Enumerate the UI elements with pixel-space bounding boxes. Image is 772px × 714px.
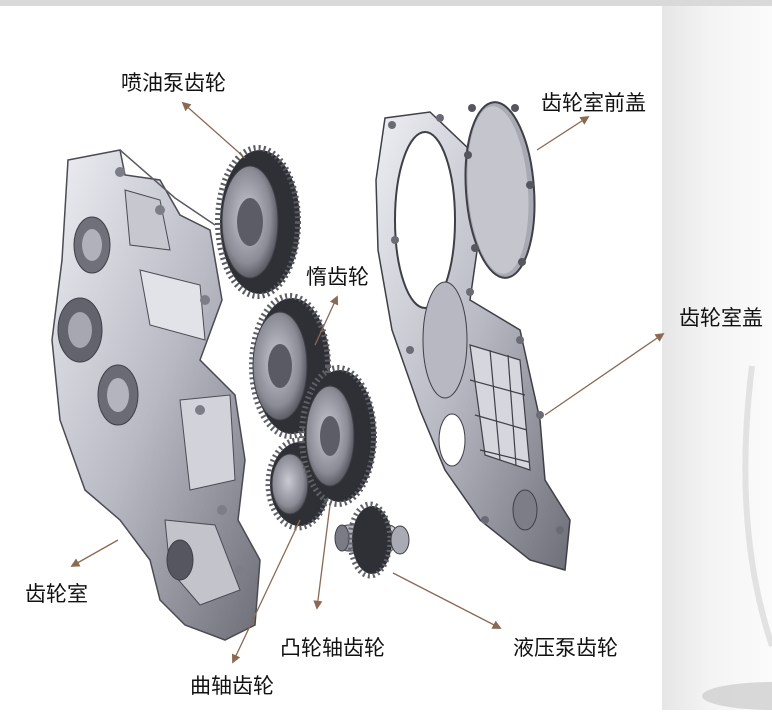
arrow-crankshaft-gear <box>231 519 301 664</box>
label-injection-pump-gear: 喷油泵齿轮 <box>121 71 226 95</box>
label-hydraulic-pump-gear: 液压泵齿轮 <box>513 636 618 660</box>
arrow-gear-chamber-front-cover <box>536 116 590 151</box>
arrow-gear-chamber-cover <box>544 332 665 416</box>
hydraulic-pump-gear-part <box>334 501 410 579</box>
gear-chamber-front-cover-part <box>464 101 536 279</box>
arrow-camshaft-gear <box>313 504 331 610</box>
arrow-gear-chamber <box>70 539 119 567</box>
top-border-strip <box>0 0 772 6</box>
arrow-injection-pump-gear <box>181 101 246 159</box>
label-gear-chamber: 齿轮室 <box>25 582 88 606</box>
label-camshaft-gear: 凸轮轴齿轮 <box>280 636 385 660</box>
gear-chamber-cover-part <box>375 111 571 571</box>
label-gear-chamber-front-cover: 齿轮室前盖 <box>541 91 646 115</box>
arrow-idler-gear <box>314 295 339 346</box>
slide-side-panel <box>662 6 772 710</box>
camshaft-gear-part <box>299 365 377 507</box>
panel-decoration <box>702 365 772 710</box>
gear-chamber-housing <box>51 149 261 641</box>
injection-pump-gear-part <box>215 145 301 299</box>
label-crankshaft-gear: 曲轴齿轮 <box>190 674 274 698</box>
arrow-hydraulic-pump-gear <box>392 572 502 629</box>
label-gear-chamber-cover: 齿轮室盖 <box>679 306 763 330</box>
label-idler-gear: 惰齿轮 <box>306 265 369 289</box>
